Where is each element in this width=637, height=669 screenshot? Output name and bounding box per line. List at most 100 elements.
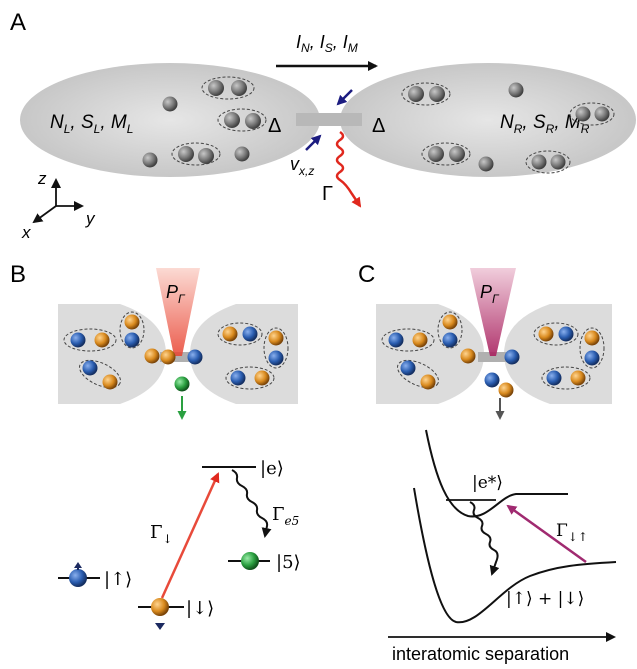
right-reservoir-pairs: [217, 322, 289, 390]
left-reservoir-pairs: [63, 311, 145, 390]
up-atom: [268, 350, 284, 366]
up-atom: [504, 349, 520, 365]
up-level-label: |↑⟩: [104, 569, 132, 590]
down-atom: [222, 326, 238, 342]
up-atom: [69, 569, 87, 587]
separation-axis-label: interatomic separation: [392, 644, 569, 664]
photoassociation-beam: [156, 268, 200, 356]
up-atom: [242, 326, 258, 342]
decay-arrow: [231, 469, 272, 538]
up-atom: [558, 326, 574, 342]
grey-atom: [408, 86, 424, 102]
left-reservoir-pairs: [381, 311, 463, 390]
panel-b-label: B: [10, 261, 26, 288]
down-atom: [94, 332, 110, 348]
left-reservoir-label: NL, SL, ML: [50, 112, 133, 136]
up-atom: [484, 372, 500, 388]
up-atom: [442, 332, 458, 348]
pair-ring: [171, 142, 221, 166]
pair-ring: [525, 150, 571, 174]
pair-ring: [569, 102, 615, 126]
pump-arrow: [506, 504, 587, 564]
velocity-label: vx,z: [290, 154, 314, 178]
right-reservoir-atoms: [401, 82, 615, 174]
panel-c-label: C: [358, 261, 375, 288]
five-level-label: |5⟩: [276, 552, 301, 573]
up-atom: [584, 350, 600, 366]
right-reservoir-label: NR, SR, MR: [500, 112, 590, 136]
gap-left-label: Δ: [268, 115, 281, 137]
ground-level-label: |↑⟩ + |↓⟩: [506, 589, 584, 609]
down-atom: [144, 348, 160, 364]
panel-a-label: A: [10, 9, 26, 36]
down-atom: [460, 348, 476, 364]
pair-ring: [119, 311, 145, 349]
state5-atom: [174, 376, 190, 392]
down-atom: [102, 374, 118, 390]
pair-ring: [421, 142, 471, 166]
pair-ring: [401, 82, 451, 106]
grey-atom: [162, 96, 178, 112]
grey-atom: [594, 106, 610, 122]
pair-ring: [79, 359, 121, 389]
panel-b: B PΓ: [10, 261, 301, 630]
excited-level-label: |e⟩: [260, 458, 284, 479]
y-axis-label: y: [85, 209, 96, 228]
ground-potential: [413, 487, 617, 624]
spin-down-icon: [155, 623, 165, 630]
grey-atom: [142, 152, 158, 168]
pair-ring: [225, 366, 275, 390]
pair-ring: [217, 108, 267, 132]
pair-ring: [381, 328, 435, 352]
grey-atom: [531, 154, 547, 170]
grey-atom: [428, 146, 444, 162]
grey-atom: [508, 82, 524, 98]
spin-up-icon: [74, 562, 82, 568]
up-atom: [388, 332, 404, 348]
down-atom: [254, 370, 270, 386]
down-atom: [570, 370, 586, 386]
grey-atom: [178, 146, 194, 162]
gap-right-label: Δ: [372, 115, 385, 137]
down-atom: [498, 382, 514, 398]
grey-atom: [449, 146, 465, 162]
down-level-label: |↓⟩: [186, 598, 214, 619]
panel-c: C PΓ: [358, 261, 617, 664]
pair-ring: [63, 328, 117, 352]
grey-atom: [208, 80, 224, 96]
panel-a: A IN, IS, IM NL, SL, ML NR, SR, MR Δ Δ: [10, 9, 636, 242]
channel: [160, 352, 196, 362]
grey-atom: [224, 112, 240, 128]
channel: [296, 113, 362, 126]
photoassociation-beam: [470, 268, 516, 356]
pair-ring: [437, 311, 463, 349]
right-reservoir: [190, 304, 298, 404]
up-atom: [400, 360, 416, 376]
up-atom: [546, 370, 562, 386]
grey-atom: [245, 113, 261, 129]
pump-rate-label: Γ↓↑: [556, 521, 588, 544]
pair-ring: [263, 327, 289, 369]
down-atom: [538, 326, 554, 342]
pump-arrow: [160, 472, 220, 599]
up-atom: [82, 360, 98, 376]
grey-atom: [478, 156, 494, 172]
coordinate-axes: z y x: [21, 169, 96, 242]
currents-label: IN, IS, IM: [296, 32, 358, 55]
z-axis-label: z: [37, 169, 47, 188]
loss-label: Γ: [322, 183, 333, 205]
pair-ring: [533, 322, 579, 346]
left-reservoir-atoms: [142, 76, 267, 168]
beam-label: PΓ: [480, 282, 500, 306]
up-atom: [187, 349, 203, 365]
up-atom: [70, 332, 86, 348]
decay-rate-label: Γe5: [272, 504, 299, 528]
right-reservoir-pairs: [533, 322, 605, 390]
grey-atom: [550, 154, 566, 170]
pair-ring: [541, 366, 591, 390]
grey-atom: [429, 86, 445, 102]
velocity-arrow-bottom: [305, 134, 322, 151]
channel: [478, 352, 510, 362]
excited-level-label: |e*⟩: [472, 473, 503, 493]
